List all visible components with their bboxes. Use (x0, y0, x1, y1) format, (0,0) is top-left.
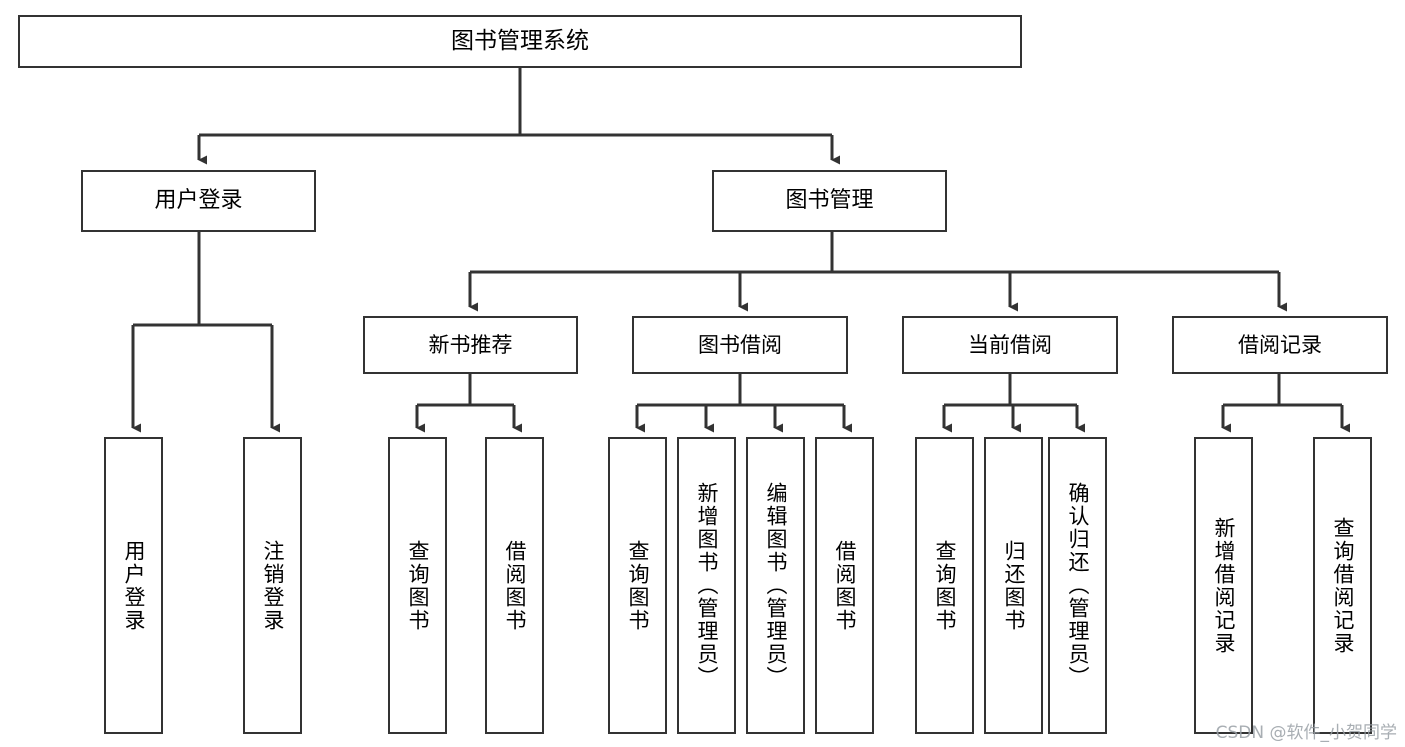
leaf-query-book-nb-label: 查询图书 (406, 539, 430, 632)
node-borrow-record-label: 借阅记录 (1238, 332, 1322, 357)
node-root-label: 图书管理系统 (451, 28, 589, 55)
leaf-query-book-nb[interactable]: 查询图书 (388, 437, 447, 734)
leaf-query-book-cb[interactable]: 查询图书 (915, 437, 974, 734)
node-book-borrow[interactable]: 图书借阅 (632, 316, 848, 374)
leaf-borrow-book-nb[interactable]: 借阅图书 (485, 437, 544, 734)
leaf-return-book[interactable]: 归还图书 (984, 437, 1043, 734)
node-current-borrow[interactable]: 当前借阅 (902, 316, 1118, 374)
node-current-borrow-label: 当前借阅 (968, 332, 1052, 357)
leaf-logout-label: 注销登录 (261, 539, 285, 632)
node-user-login-label: 用户登录 (154, 188, 243, 214)
leaf-query-borrow-record[interactable]: 查询借阅记录 (1313, 437, 1372, 734)
leaf-add-borrow-record[interactable]: 新增借阅记录 (1194, 437, 1253, 734)
leaf-edit-book-admin[interactable]: 编辑图书（管理员） (746, 437, 805, 734)
leaf-add-borrow-record-label: 新增借阅记录 (1212, 516, 1236, 655)
leaf-borrow-book-bb-label: 借阅图书 (833, 539, 857, 632)
leaf-add-book-admin[interactable]: 新增图书（管理员） (677, 437, 736, 734)
leaf-query-book-cb-label: 查询图书 (933, 539, 957, 632)
node-borrow-record[interactable]: 借阅记录 (1172, 316, 1388, 374)
node-new-book-recommend[interactable]: 新书推荐 (363, 316, 578, 374)
leaf-user-login[interactable]: 用户登录 (104, 437, 163, 734)
leaf-query-borrow-record-label: 查询借阅记录 (1331, 516, 1355, 655)
leaf-borrow-book-bb[interactable]: 借阅图书 (815, 437, 874, 734)
leaf-return-book-label: 归还图书 (1002, 539, 1026, 632)
leaf-query-book-bb-label: 查询图书 (626, 539, 650, 632)
leaf-edit-book-admin-label: 编辑图书（管理员） (764, 482, 788, 689)
node-user-login[interactable]: 用户登录 (81, 170, 316, 232)
leaf-user-login-label: 用户登录 (122, 539, 146, 632)
node-book-borrow-label: 图书借阅 (698, 332, 782, 357)
leaf-query-book-bb[interactable]: 查询图书 (608, 437, 667, 734)
node-new-book-recommend-label: 新书推荐 (428, 332, 513, 357)
leaf-confirm-return-admin[interactable]: 确认归还（管理员） (1048, 437, 1107, 734)
leaf-borrow-book-nb-label: 借阅图书 (503, 539, 527, 632)
leaf-confirm-return-admin-label: 确认归还（管理员） (1066, 482, 1090, 689)
node-book-management-label: 图书管理 (785, 188, 874, 214)
node-book-management[interactable]: 图书管理 (712, 170, 947, 232)
leaf-add-book-admin-label: 新增图书（管理员） (695, 482, 719, 689)
node-root-system[interactable]: 图书管理系统 (18, 15, 1022, 68)
leaf-logout[interactable]: 注销登录 (243, 437, 302, 734)
